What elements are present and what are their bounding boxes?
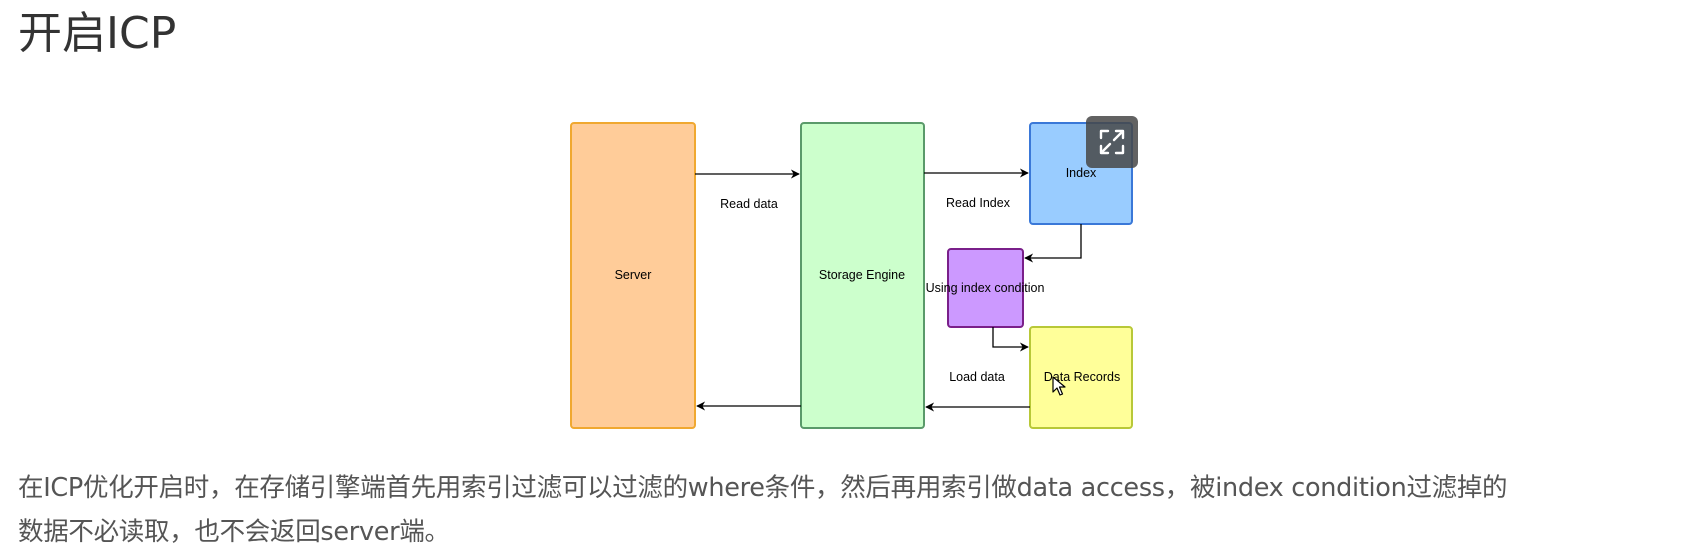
index-label: Index [1066,166,1097,180]
page-title: 开启ICP [18,8,177,59]
read-index-label: Read Index [946,196,1011,210]
using-index-condition-label: Using index condition [926,281,1045,295]
edge-condition-to-records [992,327,1029,352]
server-node [570,122,696,429]
description-line-1: 在ICP优化开启时，在存储引擎端首先用索引过滤可以过滤的where条件，然后再用… [18,473,1508,503]
data-records-label: Data Records [1044,370,1120,384]
description-line-2: 数据不必读取，也不会返回server端。 [18,517,450,547]
icp-diagram: Server Storage Engine Index Using index … [570,122,1133,429]
load-data-label: Load data [949,370,1005,384]
storage-engine-node [800,122,925,429]
edge-index-to-condition [1024,224,1082,263]
using-index-condition-node [947,248,1024,328]
expand-icon [1099,129,1125,155]
description-paragraph: 在ICP优化开启时，在存储引擎端首先用索引过滤可以过滤的where条件，然后再用… [18,466,1684,554]
expand-button[interactable] [1086,116,1138,168]
server-label: Server [615,268,652,282]
data-records-node [1029,326,1133,429]
storage-engine-label: Storage Engine [819,268,905,282]
read-data-label: Read data [720,197,778,211]
